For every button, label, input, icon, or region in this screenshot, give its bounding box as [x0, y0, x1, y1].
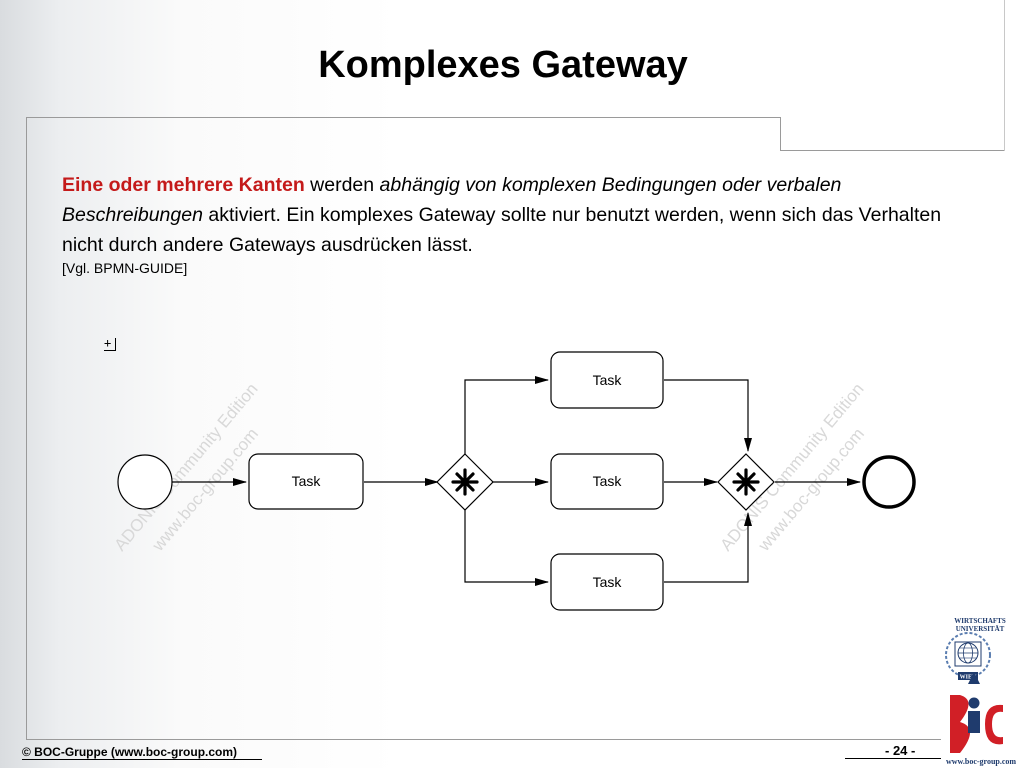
body-text: werden — [304, 174, 380, 196]
start-event[interactable] — [117, 454, 173, 510]
highlight-text: Eine oder mehrere Kanten — [62, 174, 305, 196]
frame-line — [1004, 0, 1005, 151]
body-text: aktiviert. Ein komplexes Gateway sollte … — [62, 204, 942, 256]
task-label: Task — [593, 473, 623, 489]
footer-underline — [845, 758, 941, 759]
asterisk-icon — [732, 468, 760, 496]
university-city: WIEN — [960, 675, 977, 681]
task-box[interactable]: Task — [550, 453, 664, 510]
page-number: - 24 - — [885, 743, 916, 758]
task-label: Task — [593, 574, 623, 590]
complex-gateway[interactable] — [436, 453, 494, 511]
task-box[interactable]: Task — [248, 453, 364, 510]
reference-note: [Vgl. BPMN-GUIDE] — [62, 260, 188, 276]
sequence-flow — [664, 512, 752, 583]
body-paragraph: Eine oder mehrere Kanten werden abhängig… — [62, 170, 962, 260]
frame-line — [780, 117, 781, 150]
frame-line — [26, 117, 27, 740]
end-event[interactable] — [862, 455, 916, 509]
frame-line — [26, 117, 781, 118]
sequence-flow — [664, 379, 752, 452]
complex-gateway[interactable] — [717, 453, 775, 511]
boc-url: www.boc-group.com — [946, 757, 1017, 766]
expand-icon[interactable]: + — [104, 337, 116, 351]
asterisk-icon — [451, 468, 479, 496]
task-label: Task — [292, 473, 322, 489]
frame-line — [780, 150, 1005, 151]
task-label: Task — [593, 372, 623, 388]
sequence-flow — [464, 376, 549, 455]
italic-text: abhängig von komplexen Bedingungen oder … — [62, 174, 842, 226]
boc-logo — [950, 672, 1003, 753]
task-box[interactable]: Task — [550, 351, 664, 409]
task-box[interactable]: Task — [550, 553, 664, 611]
footer-copyright: © BOC-Gruppe (www.boc-group.com) — [22, 745, 238, 759]
slide-title: Komplexes Gateway — [318, 44, 688, 86]
frame-line — [26, 739, 941, 740]
footer-underline — [22, 759, 262, 760]
sequence-flow — [464, 509, 549, 586]
university-logo — [945, 632, 991, 680]
